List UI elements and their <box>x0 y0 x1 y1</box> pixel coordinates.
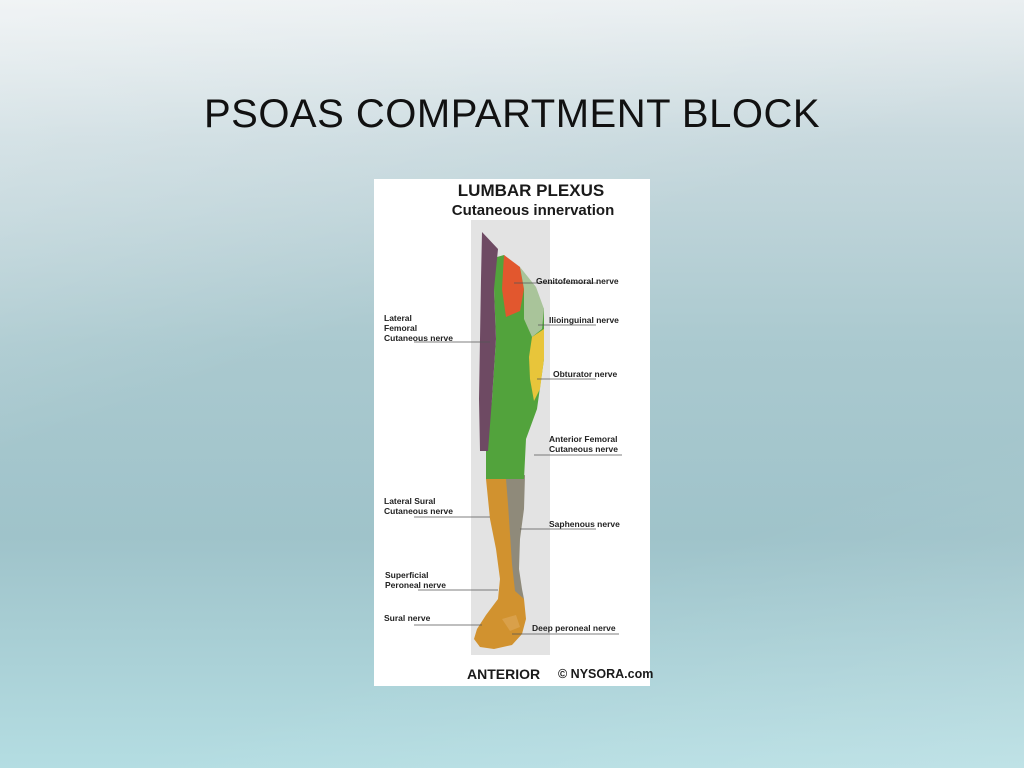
label-saphenous: Saphenous nerve <box>549 519 620 529</box>
label-ilioinguinal: Ilioinguinal nerve <box>549 315 619 325</box>
label-sural: Sural nerve <box>384 613 431 623</box>
leg-illustration <box>414 220 622 655</box>
slide-title: PSOAS COMPARTMENT BLOCK <box>203 92 821 136</box>
obturator-region <box>529 329 544 401</box>
label-superficial-peroneal: Superficial Peroneal nerve <box>385 570 446 590</box>
lumbar-plexus-figure: LUMBAR PLEXUS Cutaneous innervation Geni… <box>374 179 654 686</box>
label-deep-peroneal: Deep peroneal nerve <box>532 623 616 633</box>
figure-subtitle: Cutaneous innervation <box>451 202 615 219</box>
deep-peroneal-region <box>502 615 520 631</box>
label-anterior-femoral: Anterior Femoral Cutaneous nerve <box>549 434 618 454</box>
label-lateral-sural: Lateral Sural Cutaneous nerve <box>384 496 453 516</box>
figure-title: LUMBAR PLEXUS <box>457 181 605 200</box>
label-genitofemoral: Genitofemoral nerve <box>536 276 619 286</box>
ilioinguinal-region <box>520 267 544 337</box>
leader-lines <box>414 282 622 635</box>
label-lateral-femoral: Lateral Femoral Cutaneous nerve <box>384 313 453 343</box>
lateral-femoral-region <box>479 232 498 451</box>
figure-credit: © NYSORA.com <box>558 667 654 681</box>
label-obturator: Obturator nerve <box>553 369 618 379</box>
saphenous-region <box>506 475 525 599</box>
figure-footer-anterior: ANTERIOR <box>467 666 541 682</box>
genitofemoral-region <box>502 255 524 317</box>
